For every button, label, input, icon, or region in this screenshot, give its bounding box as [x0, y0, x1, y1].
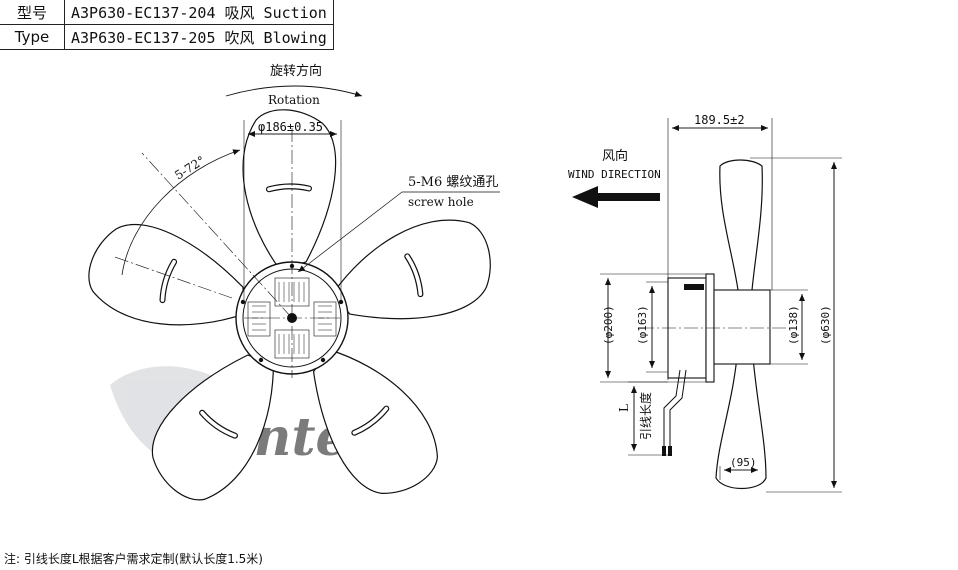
- technical-drawing: Ventel: [0, 63, 842, 545]
- dim-138: (φ138): [787, 305, 800, 345]
- wind-arrow-icon: [572, 186, 660, 208]
- dim-163: (φ163): [636, 305, 649, 345]
- dim-200: (φ200): [602, 305, 615, 345]
- rotation-label-cn: 旋转方向: [270, 63, 322, 79]
- dim-95: (95): [730, 456, 757, 469]
- screw-hole-label-en: screw hole: [408, 195, 474, 209]
- type-label: Type: [0, 24, 65, 50]
- fan-front-view: 旋转方向 Rotation φ186±0.35 5-72° 5-M6 螺纹通孔 …: [80, 63, 505, 515]
- lead-length-label: 引线长度: [638, 392, 653, 440]
- type-row-suction: 型号 A3P630-EC137-204 吸风 Suction: [0, 0, 334, 25]
- dim-630: (φ630): [819, 305, 832, 345]
- type-label: 型号: [0, 0, 65, 25]
- type-row-blowing: Type A3P630-EC137-205 吹风 Blowing: [0, 24, 334, 50]
- wind-label-en: WIND DIRECTION: [568, 168, 661, 181]
- type-value: A3P630-EC137-204 吸风 Suction: [64, 0, 334, 25]
- angle-dim: 5-72°: [172, 153, 207, 182]
- hub-diameter-dim: φ186±0.35: [258, 120, 323, 134]
- depth-dim: 189.5±2: [694, 113, 745, 127]
- wind-label-cn: 风向: [602, 148, 628, 164]
- type-value: A3P630-EC137-205 吹风 Blowing: [64, 24, 334, 50]
- rotation-label-en: Rotation: [268, 93, 320, 107]
- fan-side-view: 风向 WIND DIRECTION 189.5±2 (φ200): [568, 113, 842, 493]
- footnote: 注: 引线长度L根据客户需求定制(默认长度1.5米): [4, 552, 263, 566]
- type-table: 型号 A3P630-EC137-204 吸风 Suction Type A3P6…: [0, 0, 334, 50]
- screw-hole-label-cn: 5-M6 螺纹通孔: [408, 175, 498, 190]
- lead-length-symbol: L: [617, 404, 631, 412]
